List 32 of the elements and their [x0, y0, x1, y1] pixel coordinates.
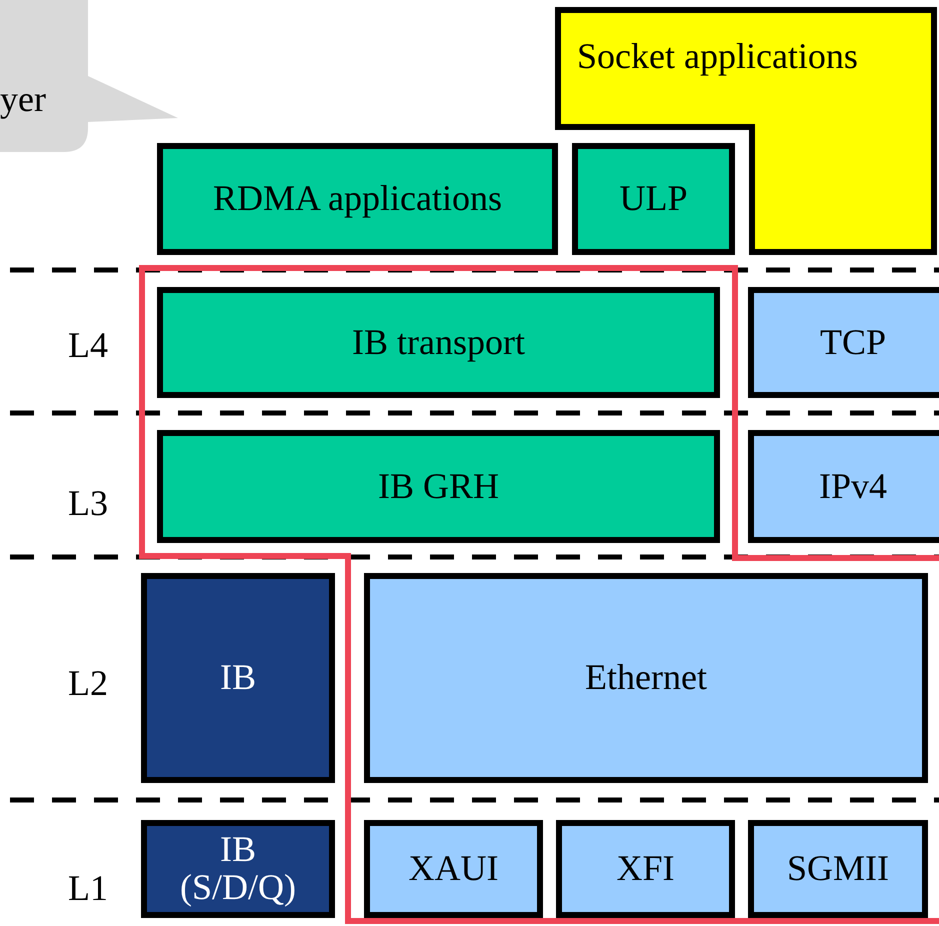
layer-label: L1	[68, 870, 108, 906]
layer-label: L4	[68, 327, 108, 363]
protocol-block	[748, 820, 928, 918]
application-block	[555, 7, 937, 255]
block-label: IB transport	[352, 324, 525, 362]
block-label: IB GRH	[378, 468, 499, 506]
layer-label: L3	[68, 485, 108, 521]
block-label: XAUI	[408, 850, 498, 888]
protocol-block	[157, 143, 558, 255]
protocol-block	[748, 287, 939, 398]
protocol-block	[364, 573, 928, 783]
protocol-block	[556, 820, 735, 918]
block-label: IPv4	[818, 468, 887, 506]
layer-block	[141, 820, 335, 918]
block-label: ULP	[619, 180, 688, 218]
protocol-block	[157, 287, 720, 398]
protocol-block	[572, 143, 735, 255]
layer-block	[141, 573, 335, 783]
speech-bubble	[0, 0, 178, 152]
bubble-text: yer	[0, 80, 46, 120]
block-label: RDMA applications	[213, 180, 502, 218]
block-label: Socket applications	[577, 37, 858, 77]
protocol-block	[157, 430, 720, 543]
block-label: IB (S/D/Q)	[179, 831, 297, 907]
block-label: IB	[220, 659, 256, 697]
block-label: SGMII	[786, 850, 889, 888]
block-label: TCP	[820, 324, 886, 362]
block-label: XFI	[616, 850, 674, 888]
block-label: Ethernet	[585, 659, 707, 697]
layer-label: L2	[68, 665, 108, 701]
protocol-block	[364, 820, 543, 918]
protocol-block	[748, 430, 939, 543]
